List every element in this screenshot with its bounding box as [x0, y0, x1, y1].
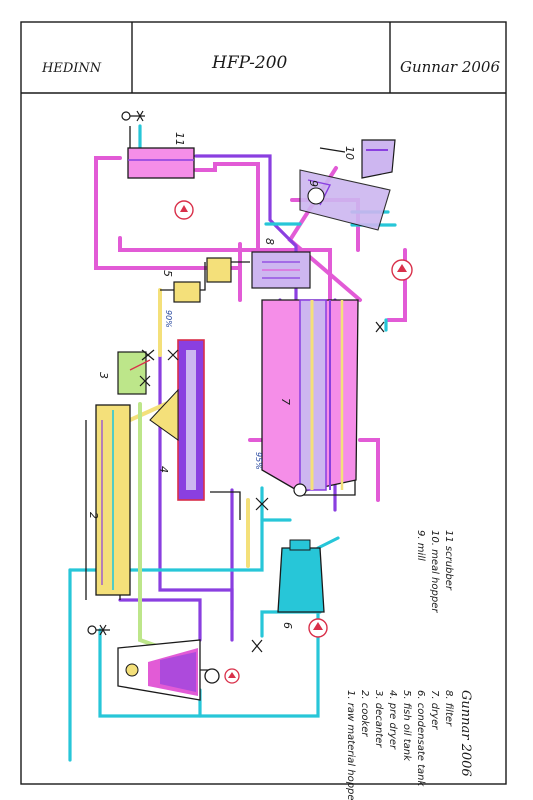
right-fan-icon [391, 259, 413, 281]
component-number-10: 10 [343, 146, 356, 160]
legend-right: 9. mill 10. meal hopper 11 scrubber [415, 530, 454, 613]
component-number-5: 5 [161, 270, 174, 277]
flow-label-90: 90% [164, 310, 173, 328]
top-valve-icon [121, 110, 145, 122]
legend-left: 1. raw material hopper 2. cooker 3. deca… [345, 690, 454, 800]
mill-9 [299, 169, 391, 231]
drawing-frame [20, 21, 507, 785]
condensate-tank-6 [277, 539, 325, 613]
right-valve-icon [375, 321, 385, 333]
hopper-valve-icon [87, 624, 110, 636]
legend-item: 11 scrubber [443, 530, 454, 591]
dryer-7 [261, 299, 359, 497]
component-number-7: 7 [279, 398, 292, 405]
decanter-valve-icon [139, 349, 179, 387]
legend-item: 3. decanter [373, 690, 384, 748]
component-number-6: 6 [281, 622, 294, 629]
raw-material-hopper-1 [117, 639, 212, 701]
component-number-2: 2 [87, 512, 100, 519]
condensate-valve-icon [251, 497, 269, 653]
legend-item: 1. raw material hopper [345, 690, 356, 800]
legend-item: 7. dryer [429, 690, 440, 730]
legend-item: 6. condensate tank [415, 690, 426, 787]
fish-oil-tank-5 [173, 257, 232, 303]
legend-item: 8. filter [443, 690, 454, 727]
hopper-pump-icon [204, 668, 240, 684]
filter-8 [251, 251, 311, 289]
drawing-title: HFP-200 [211, 53, 288, 73]
component-number-4: 4 [157, 466, 170, 473]
bottom-signature: Gunnar 2006 [458, 690, 473, 777]
legend-item: 2. cooker [359, 690, 370, 737]
decanter-3 [117, 351, 151, 395]
legend-item: 4. pre dryer [387, 690, 398, 750]
cooker-2 [95, 404, 131, 596]
flow-label-95: 95% [254, 452, 263, 470]
scrubber-11 [127, 147, 195, 179]
condensate-pump-icon [308, 618, 328, 638]
legend-item: 5. fish oil tank [401, 690, 412, 762]
legend-item: 10. meal hopper [429, 530, 440, 613]
pre-dryer-4 [149, 339, 205, 501]
component-number-8: 8 [263, 238, 276, 245]
component-number-3: 3 [97, 372, 110, 379]
scrubber-fan-icon [174, 200, 194, 220]
component-number-11: 11 [173, 132, 186, 146]
meal-hopper-10 [319, 139, 396, 179]
company-name: HEDINN [41, 61, 102, 76]
component-number-9: 9 [307, 180, 320, 187]
title-signature: Gunnar 2006 [400, 58, 500, 76]
legend-item: 9. mill [415, 530, 426, 561]
